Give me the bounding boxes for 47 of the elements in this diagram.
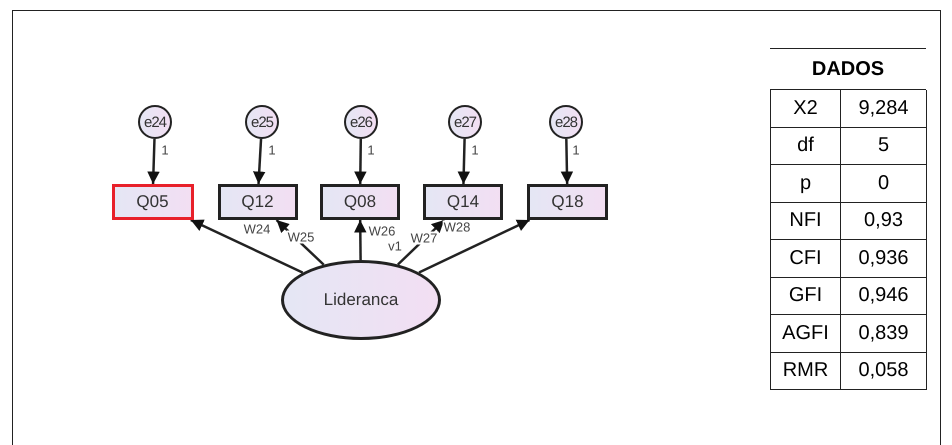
table-heading: DADOS: [810, 57, 886, 82]
edge-label: W24: [242, 222, 272, 236]
edge-label: 1: [267, 144, 277, 156]
observed-variable-box: Q18: [527, 184, 608, 220]
edge-label: W27: [410, 232, 438, 244]
observed-variable-box: Q05: [112, 184, 194, 220]
edge-label: 1: [366, 144, 376, 156]
variance-label: v1: [387, 240, 403, 252]
latent-variable-ellipse: Lideranca: [281, 260, 441, 340]
table-cell: X2: [771, 90, 841, 128]
table-cell: 9,284: [841, 90, 927, 128]
edge-label: 1: [470, 144, 480, 156]
error-circle: e24: [138, 105, 172, 139]
table-cell: 0: [841, 165, 927, 202]
arrow: [190, 218, 304, 274]
table-cell: NFI: [771, 202, 841, 240]
table-cell: p: [771, 165, 841, 202]
observed-variable-box: Q14: [423, 184, 503, 220]
edge-label: W28: [442, 220, 472, 234]
table-cell: 0,839: [841, 315, 927, 352]
edge-label: 1: [571, 144, 581, 156]
arrow: [354, 220, 367, 260]
table-cell: RMR: [771, 352, 841, 390]
error-circle: e28: [549, 105, 583, 139]
edge-label: W25: [286, 230, 316, 244]
edge-label: W26: [368, 224, 396, 238]
error-circle: e27: [448, 105, 482, 139]
arrow: [252, 138, 266, 184]
table-cell: 0,946: [841, 278, 927, 315]
table-cell: df: [771, 128, 841, 165]
arrow: [418, 218, 530, 274]
edge-label: 1: [160, 144, 170, 156]
arrow: [458, 138, 470, 184]
table-cell: 0,058: [841, 352, 927, 390]
error-circle: e26: [344, 105, 378, 139]
observed-variable-box: Q08: [320, 184, 400, 220]
table-cell: 0,936: [841, 240, 927, 278]
error-circle: e25: [245, 105, 279, 139]
table-cell: GFI: [771, 278, 841, 315]
observed-variable-box: Q12: [218, 184, 298, 220]
table-cell: CFI: [771, 240, 841, 278]
arrow: [560, 138, 574, 184]
table-cell: 0,93: [841, 202, 927, 240]
arrow: [147, 138, 160, 184]
table-cell: AGFI: [771, 315, 841, 352]
table-cell: 5: [841, 128, 927, 165]
arrow: [354, 138, 367, 184]
